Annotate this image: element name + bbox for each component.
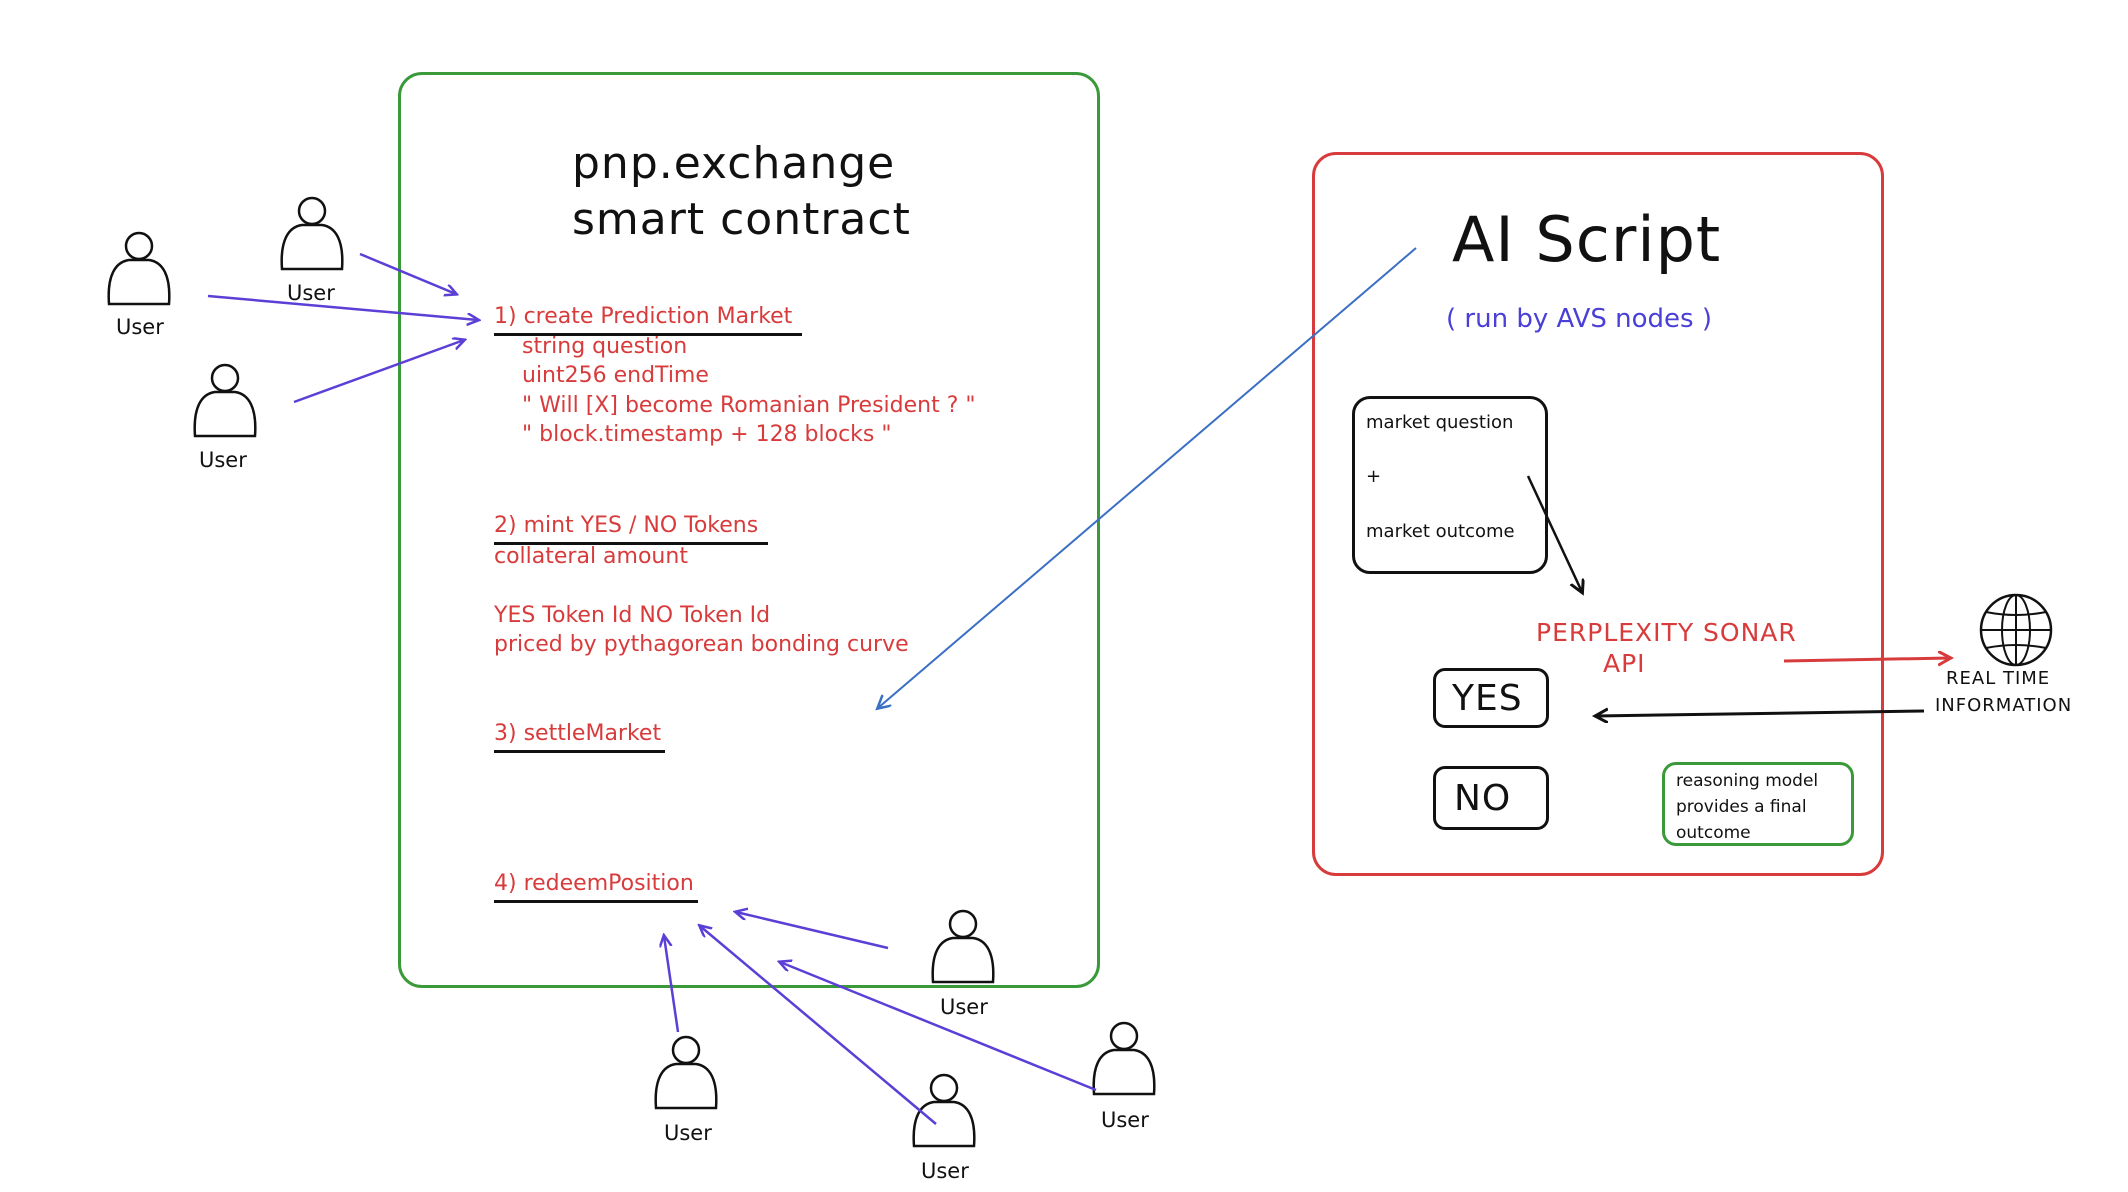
step2-collateral: collateral amount [494,544,688,569]
user-arrow [359,252,456,294]
market-input-box [1352,396,1548,574]
yes-label: YES [1452,678,1523,719]
step4-label: 4) redeemPosition [494,869,698,903]
step2-token-ids: YES Token Id NO Token Id [494,603,771,628]
market-question-text: market question [1366,412,1514,433]
market-outcome-text: market outcome [1366,521,1515,542]
realtime-label-line1: REAL TIME [1946,668,2051,689]
step1-line: " Will [X] become Romanian President ? " [522,393,976,418]
user-arrow [293,340,464,404]
reasoning-line: reasoning model [1676,771,1819,791]
user-icon [654,1035,718,1110]
api-name-text: PERPLEXITY SONAR [1536,618,1797,647]
reasoning-line: outcome [1676,823,1751,843]
no-outcome-box [1433,766,1549,830]
user-icon [931,909,995,984]
contract-title-line2: smart contract [572,194,911,245]
user-icon [193,363,257,438]
step2-label: 2) mint YES / NO Tokens [494,511,769,545]
settle-arrow [878,247,1417,708]
user-label: User [921,1159,969,1183]
user-arrow [700,926,937,1125]
ai-script-subtitle: ( run by AVS nodes ) [1446,304,1712,334]
step2-pricing: priced by pythagorean bonding curve [494,632,909,657]
realtime-label-line2: INFORMATION [1935,695,2073,716]
api-suffix-text: API [1603,649,1646,678]
yes-outcome-box [1433,668,1549,728]
user-arrow [207,294,478,320]
user-label: User [287,281,335,305]
step1-label: 1) create Prediction Market [494,302,803,336]
user-arrow [664,936,680,1033]
user-label: User [664,1121,712,1145]
smart-contract-box [398,72,1100,988]
user-icon [280,196,344,271]
plus-text: + [1366,466,1382,487]
user-icon [912,1073,976,1148]
no-label: NO [1454,778,1512,819]
ai-script-box [1312,152,1884,876]
step1-line: string question [522,334,688,359]
step1-line: " block.timestamp + 128 blocks " [522,422,892,447]
user-arrow [736,912,889,950]
ai-script-title: AI Script [1452,203,1722,276]
user-label: User [940,995,988,1019]
user-icon [1092,1021,1156,1096]
info-response-arrow [1596,711,1925,716]
user-icon [107,231,171,306]
reasoning-line: provides a final [1676,797,1807,817]
query-arrow [1526,475,1582,592]
reasoning-note-box [1662,762,1854,846]
user-arrow [780,962,1097,1092]
step1-line: uint256 endTime [522,363,709,388]
globe-icon [1979,593,2053,667]
contract-title-line1: pnp.exchange [572,138,896,189]
user-label: User [199,448,247,472]
step3-label: 3) settleMarket [494,719,666,753]
user-label: User [116,315,164,339]
user-label: User [1101,1108,1149,1132]
api-request-arrow [1783,658,1950,661]
